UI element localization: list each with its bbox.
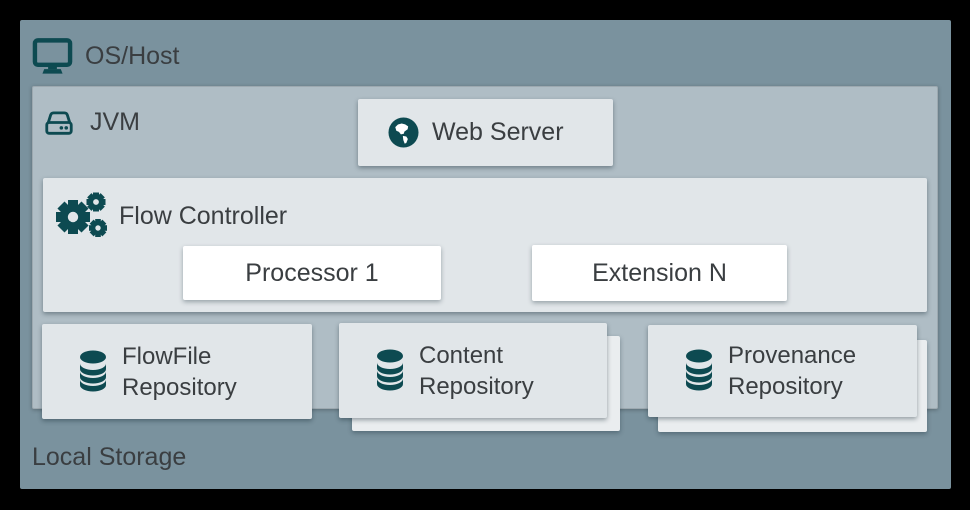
provenance-repository-box: Provenance Repository	[648, 325, 917, 417]
provenance-repository-label: Provenance Repository	[728, 342, 857, 400]
database-icon	[80, 350, 106, 391]
hard-drive-icon	[45, 110, 73, 135]
jvm-label: JVM	[90, 107, 140, 136]
database-icon	[686, 349, 712, 391]
flow-controller-label: Flow Controller	[119, 201, 288, 230]
local-storage-label: Local Storage	[32, 443, 187, 471]
os-host-label: OS/Host	[85, 41, 180, 70]
flow-controller-header: Flow Controller	[55, 192, 288, 239]
globe-icon	[388, 117, 419, 148]
extension-box: Extension N	[532, 245, 787, 301]
extension-label: Extension N	[592, 258, 727, 287]
processor-label: Processor 1	[245, 258, 379, 287]
web-server-box: Web Server	[358, 99, 613, 166]
jvm-header: JVM	[43, 105, 140, 139]
web-server-label: Web Server	[432, 118, 564, 146]
processor-box: Processor 1	[183, 246, 441, 300]
content-repository-label: Content Repository	[419, 341, 534, 400]
os-host-header: OS/Host	[32, 36, 179, 76]
flowfile-repository-box: FlowFile Repository	[42, 324, 312, 419]
database-icon	[377, 349, 403, 390]
gears-icon	[56, 192, 107, 237]
content-repository-box: Content Repository	[339, 323, 607, 418]
monitor-icon	[32, 38, 73, 74]
flowfile-repository-label: FlowFile Repository	[122, 342, 237, 401]
